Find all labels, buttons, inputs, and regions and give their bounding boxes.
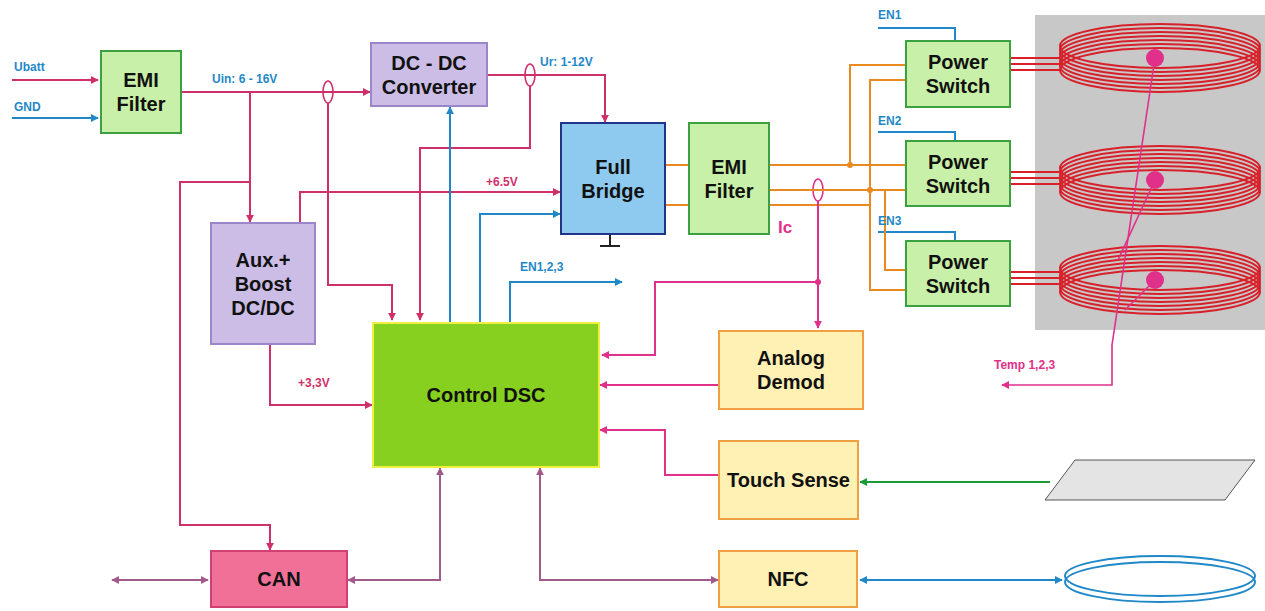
module-box: Analog Demod [718, 330, 864, 410]
signal-label: +6.5V [486, 175, 518, 189]
connector [182, 92, 250, 222]
box-label: Full Bridge [562, 155, 664, 203]
box-label: Analog Demod [720, 346, 862, 394]
box-label: NFC [763, 567, 812, 591]
signal-label: Ur: 1-12V [540, 55, 593, 69]
box-label: Power Switch [907, 150, 1009, 198]
connector [300, 192, 560, 222]
signal-label: GND [14, 100, 41, 114]
box-label: CAN [253, 567, 304, 591]
connector [488, 75, 605, 122]
signal-label: EN1 [878, 8, 901, 22]
signal-label: Temp 1,2,3 [994, 358, 1055, 372]
connector [270, 345, 372, 405]
box-label: EMI Filter [690, 155, 768, 203]
box-label: Touch Sense [723, 468, 854, 492]
box-label: EMI Filter [102, 68, 180, 116]
connector [770, 65, 905, 165]
filter-box: EMI Filter [688, 122, 770, 235]
bus-box: CAN [210, 550, 348, 608]
converter-box: DC - DC Converter [370, 42, 488, 107]
bridge-box: Full Bridge [560, 122, 666, 235]
connector [449, 107, 451, 322]
box-label: Control DSC [423, 383, 550, 407]
box-label: Power Switch [907, 50, 1009, 98]
connector [540, 468, 718, 580]
connector [770, 164, 905, 166]
filter-box: EMI Filter [100, 50, 182, 134]
connector [600, 430, 718, 475]
signal-label: EN2 [878, 114, 901, 128]
signal-label: EN3 [878, 214, 901, 228]
signal-label: EN1,2,3 [520, 260, 563, 274]
controller-box: Control DSC [372, 322, 600, 468]
connector [666, 164, 688, 166]
signal-label: Ubatt [14, 60, 45, 74]
box-label: Aux.+ Boost DC/DC [212, 248, 314, 320]
switch-box: Power Switch [905, 40, 1011, 108]
connector [770, 190, 905, 270]
connector [348, 468, 440, 580]
converter-box: Aux.+ Boost DC/DC [210, 222, 316, 345]
box-label: DC - DC Converter [372, 51, 486, 99]
signal-label: +3,3V [298, 376, 330, 390]
module-box: NFC [718, 550, 858, 608]
signal-label: Ic [778, 218, 792, 238]
box-label: Power Switch [907, 250, 1009, 298]
module-box: Touch Sense [718, 440, 859, 520]
connector [600, 384, 718, 386]
switch-box: Power Switch [905, 140, 1011, 207]
signal-label: Uin: 6 - 16V [212, 72, 277, 86]
switch-box: Power Switch [905, 240, 1011, 307]
